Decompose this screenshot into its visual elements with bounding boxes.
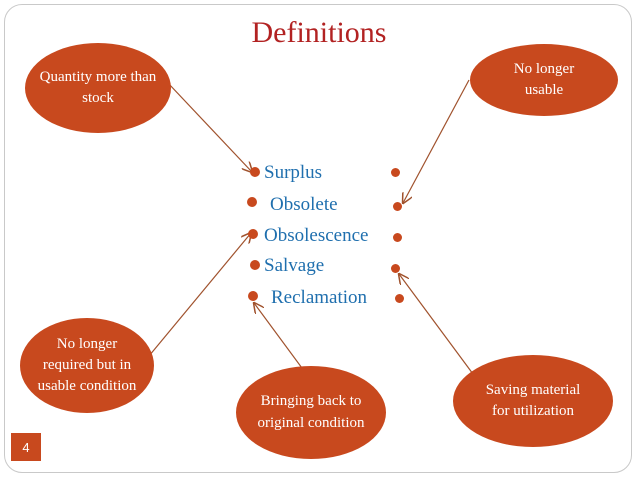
bullet-obsolescence (248, 229, 258, 239)
right-dot-obsolete (393, 202, 402, 211)
arrow-quantity-to-surplus (167, 82, 252, 172)
right-dot-obsolescence (393, 233, 402, 242)
bubble-saving-material: Saving material for utilization (453, 355, 613, 447)
right-dot-salvage (391, 264, 400, 273)
bullet-salvage (250, 260, 260, 270)
bubble-quantity-text: Quantity more than stock (39, 68, 157, 106)
page-number-text: 4 (22, 439, 30, 455)
bullet-reclamation (248, 291, 258, 301)
arrow-nolonger-to-obsolete (403, 79, 470, 203)
bubble-saving-material-text: Saving material for utilization (485, 381, 581, 419)
page-number-badge: 4 (11, 433, 41, 461)
slide-title: Definitions (0, 16, 638, 50)
slide-title-text: Definitions (251, 16, 387, 49)
bubble-bringing-back: Bringing back to original condition (236, 366, 386, 459)
bubble-bringing-back-text: Bringing back to original condition (257, 393, 365, 431)
right-dot-surplus (391, 168, 400, 177)
bullet-obsolete (247, 197, 257, 207)
bullet-surplus (250, 167, 260, 177)
term-obsolete: Obsolete (270, 194, 338, 215)
slide-frame (4, 4, 632, 473)
arrow-required-to-obsolescence (143, 233, 251, 363)
bubble-no-longer-usable: No longer usable (470, 44, 618, 116)
bubble-no-longer-usable-text: No longer usable (513, 60, 575, 98)
bubble-no-longer-required-text: No longer required but in usable conditi… (37, 335, 137, 395)
bubble-no-longer-required: No longer required but in usable conditi… (20, 318, 154, 413)
bubble-quantity-more-than-stock: Quantity more than stock (25, 43, 171, 133)
term-reclamation: Reclamation (271, 287, 368, 308)
right-dot-reclamation (395, 294, 404, 303)
term-surplus: Surplus (264, 162, 323, 183)
arrow-saving-to-salvage (399, 274, 474, 375)
term-obsolescence: Obsolescence (264, 225, 369, 246)
term-salvage: Salvage (264, 255, 325, 276)
